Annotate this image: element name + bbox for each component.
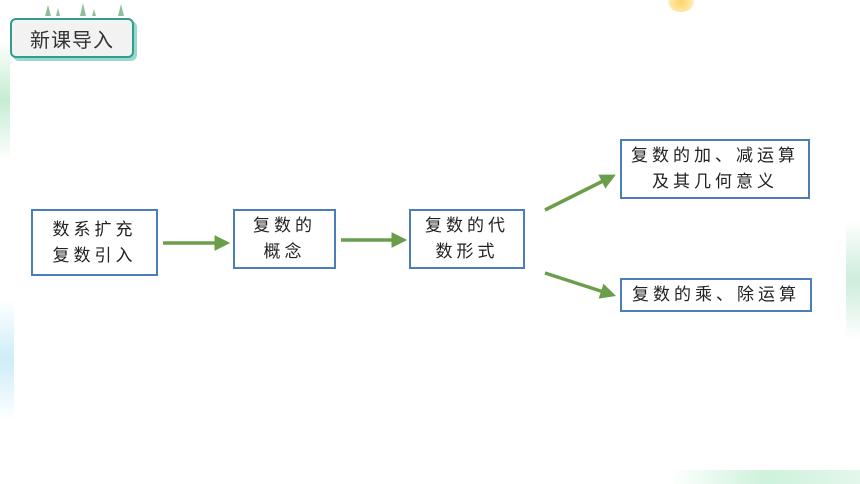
node-line: 复数的代 — [425, 216, 509, 236]
arrow-n3-n5 — [544, 271, 616, 299]
node-line: 及其几何意义 — [652, 172, 778, 192]
flow-node-multiply-divide: 复数的乘、除运算 — [620, 278, 812, 312]
section-title: 新课导入 — [30, 27, 114, 52]
flow-node-number-system-extension: 数系扩充 复数引入 — [31, 209, 158, 276]
node-line: 复数的加、减运算 — [631, 146, 799, 166]
arrow-n3-n4 — [544, 174, 616, 212]
flow-node-complex-concept: 复数的 概念 — [233, 209, 336, 269]
node-line: 复数的 — [253, 216, 316, 236]
node-line: 复数引入 — [52, 245, 137, 266]
node-line: 复数的乘、除运算 — [632, 285, 800, 305]
node-line: 概念 — [263, 242, 306, 262]
node-line: 数形式 — [435, 242, 499, 262]
flow-node-algebraic-form: 复数的代 数形式 — [409, 209, 525, 269]
section-title-tag: 新课导入 — [10, 18, 134, 58]
flow-node-add-subtract: 复数的加、减运算 及其几何意义 — [620, 139, 810, 199]
node-line: 数系扩充 — [52, 219, 137, 240]
